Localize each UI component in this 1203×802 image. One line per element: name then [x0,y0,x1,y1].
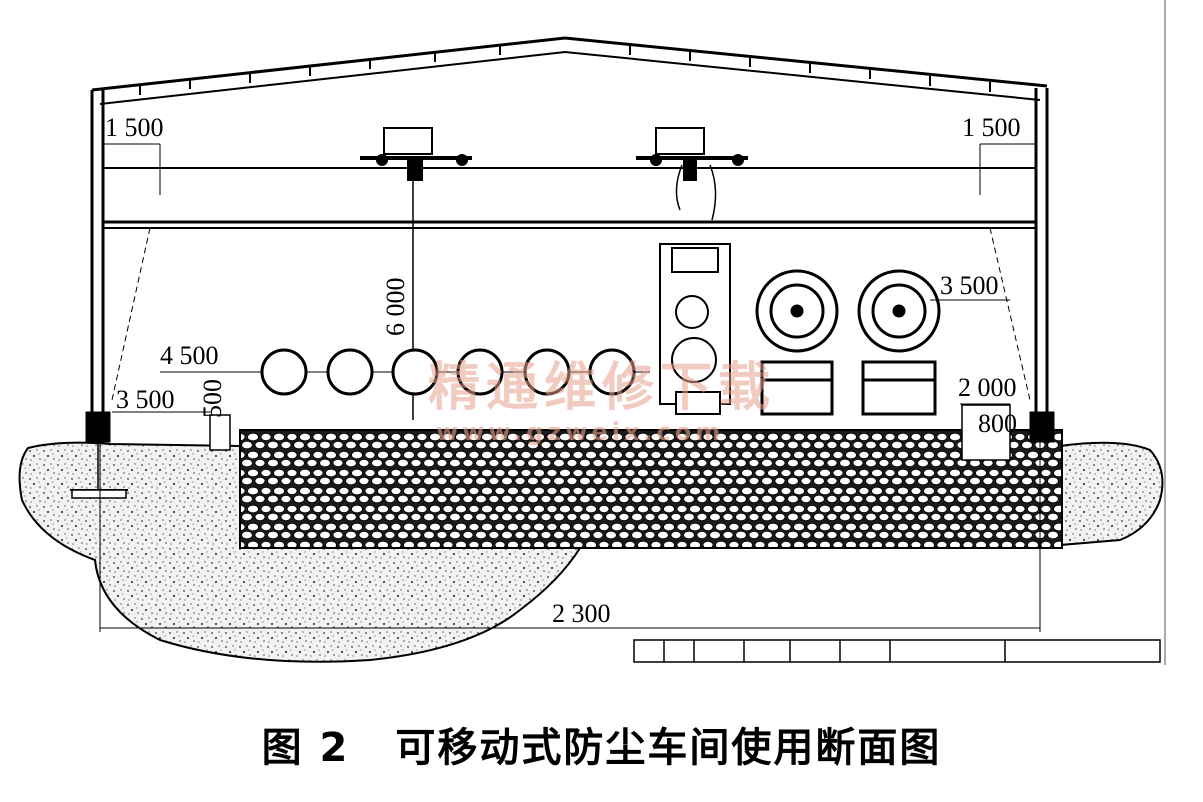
dim-right-lower: 2 000 [958,373,1017,402]
watermark-url: www.gzweix.com [436,418,724,446]
wheel [456,348,504,396]
dim-overall: 2 300 [552,599,611,628]
wheel [260,348,308,396]
watermark-text: 精通维修下载 [428,357,776,418]
ground-concrete-right [1059,441,1164,547]
wheel [588,348,636,396]
dust-machine [659,243,731,415]
dim-left-small: 500 [198,379,227,418]
dim-height: 6 000 [381,278,410,337]
dim-right-small: 800 [978,409,1017,438]
workshop-frame [70,36,1055,499]
title-block-table [633,639,1161,663]
wheel-row [160,348,650,396]
dim-wheel-row: 4 500 [160,341,219,370]
crane-trolley-left [360,127,472,420]
dim-top-right: 1 500 [962,113,1021,142]
material-stockpile [239,429,1063,549]
figure-number: 图 2 [261,725,350,771]
crane-trolley-right [636,127,748,221]
dim-fan-span: 3 500 [940,271,999,300]
fan-unit-right [857,269,941,416]
fan-unit-left [755,269,839,416]
figure-title: 可移动式防尘车间使用断面图 [395,725,942,771]
wheel [391,348,439,396]
dim-left-offset: 3 500 [116,385,175,414]
wheel [523,348,571,396]
wheel [326,348,374,396]
dim-top-left: 1 500 [105,113,164,142]
dimension-lines [99,0,1166,665]
figure-caption: 图 2 可移动式防尘车间使用断面图 [0,715,1203,773]
